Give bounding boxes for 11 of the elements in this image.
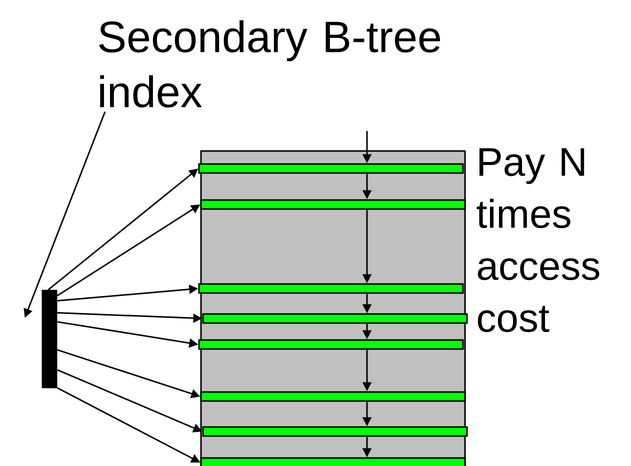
record-bar: [198, 283, 464, 294]
record-bar: [200, 199, 466, 210]
record-bar: [198, 339, 464, 350]
title-text: Secondary B-tree index: [99, 20, 440, 108]
note-text: Pay N times access cost: [476, 148, 600, 332]
record-bar: [202, 313, 468, 324]
record-bar: [200, 391, 466, 402]
record-bar: [202, 426, 468, 437]
index-bar: [42, 290, 58, 388]
record-bar: [198, 163, 464, 174]
record-bar: [200, 457, 466, 466]
